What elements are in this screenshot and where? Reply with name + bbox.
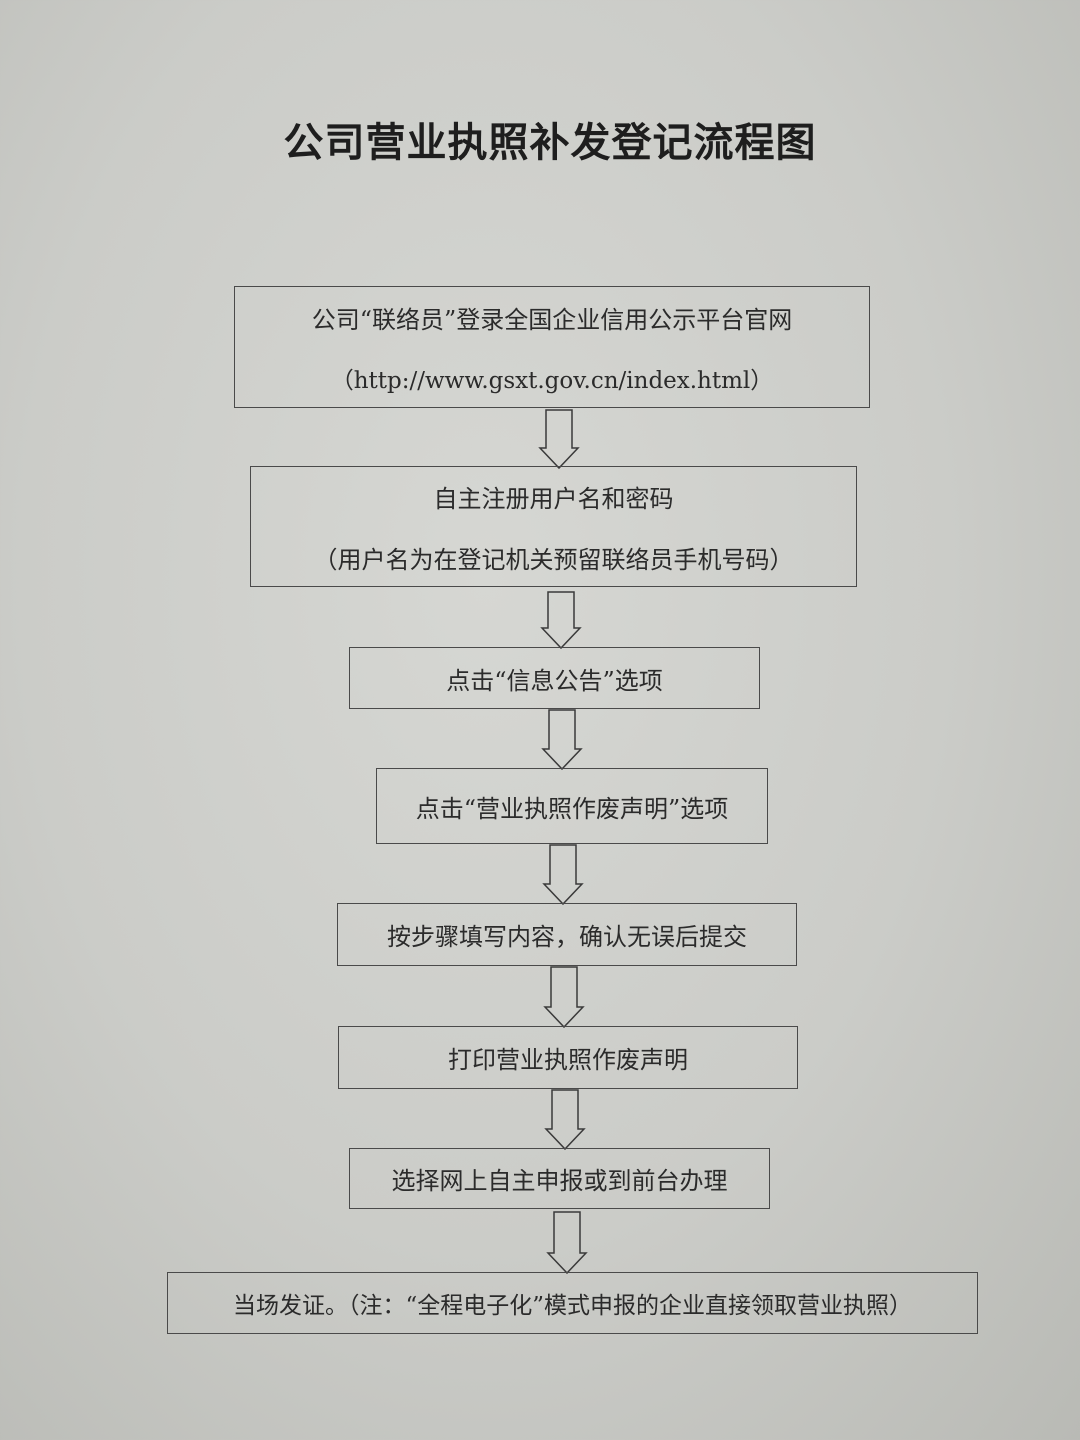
step-3-text: 点击“信息公告”选项	[446, 666, 663, 695]
page-title: 公司营业执照补发登记流程图	[283, 119, 817, 166]
step-1-text: 公司“联络员”登录全国企业信用公示平台官网	[311, 305, 793, 334]
step-8-text: 当场发证。（注：“全程电子化”模式申报的企业直接领取营业执照）	[232, 1293, 913, 1319]
down-arrow-icon	[538, 409, 580, 470]
flow-step-6: 打印营业执照作废声明	[338, 1026, 798, 1089]
flow-step-4: 点击“营业执照作废声明”选项	[376, 768, 768, 844]
flow-step-3: 点击“信息公告”选项	[349, 647, 760, 709]
step-6-text: 打印营业执照作废声明	[448, 1046, 688, 1074]
flow-step-8: 当场发证。（注：“全程电子化”模式申报的企业直接领取营业执照）	[167, 1272, 978, 1334]
step-5-text: 按步骤填写内容，确认无误后提交	[387, 923, 747, 951]
down-arrow-icon	[546, 1211, 588, 1275]
flow-step-5: 按步骤填写内容，确认无误后提交	[337, 903, 797, 966]
down-arrow-icon	[543, 966, 585, 1029]
flow-step-1: 公司“联络员”登录全国企业信用公示平台官网 （http://www.gsxt.g…	[234, 286, 870, 408]
step-2-note: （用户名为在登记机关预留联络员手机号码）	[313, 545, 794, 574]
step-2-text: 自主注册用户名和密码	[433, 484, 674, 513]
flow-step-2: 自主注册用户名和密码 （用户名为在登记机关预留联络员手机号码）	[250, 466, 857, 587]
step-7-text: 选择网上自主申报或到前台办理	[391, 1167, 728, 1195]
down-arrow-icon	[542, 844, 584, 906]
down-arrow-icon	[541, 709, 583, 771]
step-1-url: （http://www.gsxt.gov.cn/index.html）	[330, 367, 774, 394]
down-arrow-icon	[540, 591, 582, 650]
flow-step-7: 选择网上自主申报或到前台办理	[349, 1148, 770, 1209]
step-4-text: 点击“营业执照作废声明”选项	[415, 794, 729, 823]
down-arrow-icon	[544, 1089, 586, 1151]
